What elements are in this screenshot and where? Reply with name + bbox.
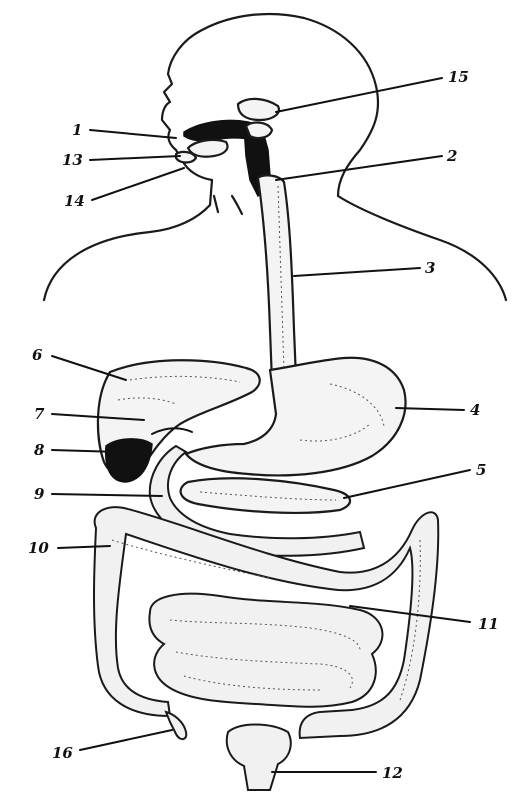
salivary-gland — [246, 123, 272, 138]
label-13: 13 — [62, 151, 83, 169]
label-12: 12 — [382, 764, 403, 782]
leader-14 — [92, 168, 184, 200]
leader-9 — [52, 494, 162, 496]
leader-4 — [396, 408, 464, 410]
label-8: 8 — [34, 441, 45, 459]
label-6: 6 — [32, 346, 43, 364]
label-5: 5 — [476, 461, 486, 479]
esophagus — [258, 175, 296, 382]
leader-16 — [80, 730, 172, 750]
appendix — [166, 712, 186, 739]
leader-13 — [90, 156, 180, 160]
label-7: 7 — [34, 405, 45, 423]
label-16: 16 — [52, 744, 73, 762]
label-15: 15 — [448, 68, 469, 86]
label-10: 10 — [28, 539, 49, 557]
leader-1 — [90, 130, 176, 138]
label-4: 4 — [470, 401, 480, 419]
small-intestine — [149, 594, 382, 707]
leader-15 — [276, 78, 442, 112]
label-14: 14 — [64, 192, 85, 210]
leader-6 — [52, 356, 126, 380]
label-9: 9 — [34, 485, 45, 503]
gallbladder — [106, 439, 152, 482]
sublingual-gland — [176, 152, 196, 163]
leader-5 — [344, 470, 470, 498]
leader-3 — [294, 268, 420, 276]
label-1: 1 — [72, 121, 82, 139]
label-2: 2 — [446, 147, 457, 165]
parotid-gland — [238, 99, 279, 120]
neck-front — [214, 196, 242, 214]
rectum — [227, 725, 291, 791]
leader-2 — [276, 156, 442, 180]
label-3: 3 — [425, 259, 435, 277]
label-11: 11 — [478, 615, 499, 633]
pancreas — [181, 478, 350, 513]
